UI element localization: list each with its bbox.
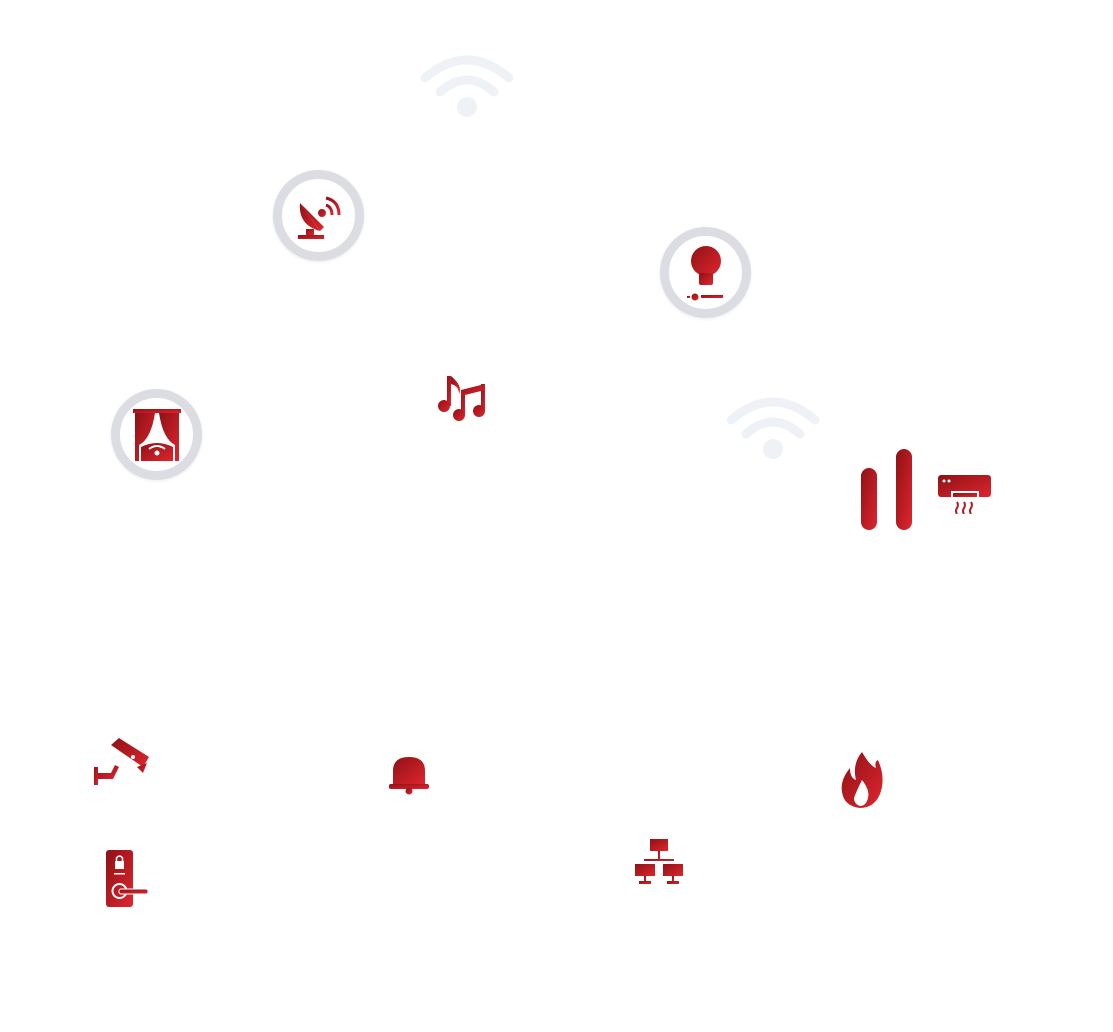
satellite-dish-icon [297,196,340,239]
smart-door-lock-icon [106,850,149,907]
alarm-bell-icon [389,757,429,795]
fire-icon [841,752,883,808]
light-bulb-button[interactable] [660,227,751,318]
wifi-icon [726,397,820,459]
music-notes-icon [438,376,485,421]
light-bulb-icon [686,245,723,300]
smart-curtain-button[interactable] [111,389,202,480]
air-conditioner-icon [938,475,991,514]
security-camera-icon [94,738,149,785]
pause-icon[interactable] [860,448,914,531]
wifi-icon [420,55,514,117]
satellite-dish-button[interactable] [273,170,364,261]
network-icon [635,839,683,884]
smart-curtain-icon [132,408,181,461]
